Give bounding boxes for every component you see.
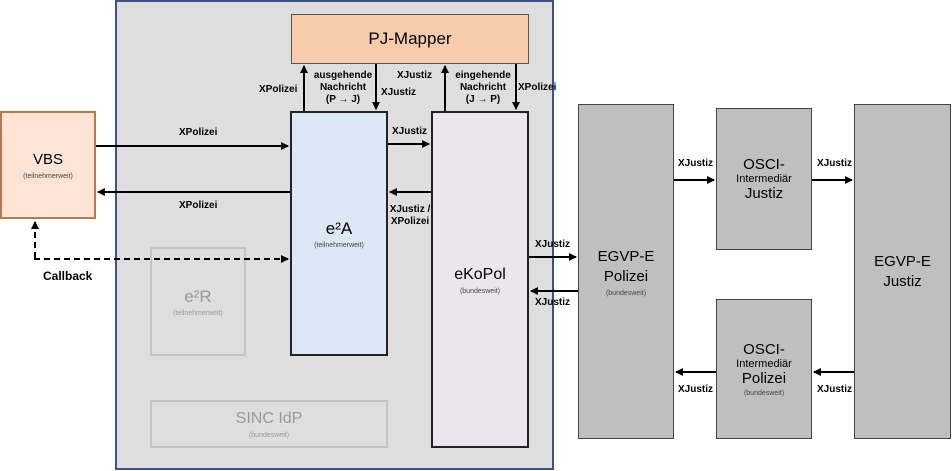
ekopol-box[interactable]: eKoPol (bundesweit)	[431, 111, 529, 448]
pj-mapper-title: PJ-Mapper	[368, 29, 452, 48]
sinc-idp-title: SINC IdP	[235, 410, 303, 427]
osci-polizei-title-1: OSCI-	[743, 341, 785, 358]
egvp-polizei-sub: (bundesweit)	[605, 289, 647, 297]
pj-mapper-box[interactable]: PJ-Mapper	[291, 14, 529, 64]
label-xjustiz-osci-justiz-egvp-justiz: XJustiz	[817, 158, 853, 169]
osci-justiz-title-3: Justiz	[744, 185, 784, 202]
e2a-title: e²A	[325, 218, 353, 238]
egvp-polizei-title: EGVP-E Polizei	[597, 247, 655, 285]
sinc-idp-sub: (bundesweit)	[248, 432, 290, 439]
e2r-box: e²R (teilnehmerweit)	[150, 247, 246, 356]
osci-justiz-box[interactable]: OSCI- Intermediär Justiz	[716, 108, 812, 250]
e2r-title: e²R	[184, 286, 212, 306]
label-eingehende-2: Nachricht	[459, 82, 507, 93]
label-xpolizei-pj-ekopol: XPolizei	[518, 82, 557, 93]
osci-justiz-title-1: OSCI-	[743, 156, 785, 173]
label-ausgehende-3: (P → J)	[325, 94, 361, 105]
e2a-sub: (teilnehmerweit)	[314, 241, 364, 249]
label-xjustiz-xpolizei-2: XPolizei	[390, 216, 430, 227]
vbs-box[interactable]: VBS (teilnehmerweit)	[0, 111, 96, 219]
egvp-justiz-title: EGVP-E Justiz	[874, 252, 931, 290]
label-xjustiz-osci-polizei-egvp: XJustiz	[678, 384, 714, 395]
label-ausgehende-2: Nachricht	[319, 82, 367, 93]
label-ausgehende-1: ausgehende	[313, 70, 373, 81]
label-eingehende: eingehende Nachricht (J → P)	[451, 70, 515, 106]
label-xjustiz-pj-e2a: XJustiz	[381, 87, 417, 98]
osci-justiz-title-2: Intermediär	[736, 173, 792, 185]
label-xjustiz-egvp-ekopol: XJustiz	[535, 297, 571, 308]
label-xjustiz-ekopol-egvp: XJustiz	[535, 239, 571, 250]
osci-polizei-sub: (bundesweit)	[743, 390, 785, 397]
label-xjustiz-xpolizei: XJustiz / XPolizei	[386, 204, 434, 228]
label-xpolizei-vbs-e2a: XPolizei	[179, 127, 218, 138]
label-xjustiz-egvp-justiz-osci-polizei: XJustiz	[817, 384, 853, 395]
sinc-idp-box: SINC IdP (bundesweit)	[150, 400, 388, 448]
egvp-justiz-box[interactable]: EGVP-E Justiz	[854, 104, 951, 439]
label-xjustiz-ekopol-pj: XJustiz	[397, 70, 433, 81]
e2r-sub: (teilnehmerweit)	[173, 309, 223, 317]
label-xjustiz-egvp-osci-justiz: XJustiz	[678, 158, 714, 169]
osci-polizei-title-2: Intermediär	[736, 358, 792, 370]
ekopol-title: eKoPol	[454, 265, 506, 283]
label-ausgehende: ausgehende Nachricht (P → J)	[311, 70, 375, 106]
label-callback: Callback	[43, 269, 93, 283]
ekopol-sub: (bundesweit)	[459, 287, 501, 295]
label-xpolizei-e2a-pj: XPolizei	[259, 84, 298, 95]
label-xjustiz-xpolizei-1: XJustiz /	[389, 204, 431, 215]
label-xpolizei-e2a-vbs: XPolizei	[179, 200, 218, 211]
osci-polizei-box[interactable]: OSCI- Intermediär Polizei (bundesweit)	[716, 299, 812, 439]
e2a-box[interactable]: e²A (teilnehmerweit)	[290, 111, 388, 356]
osci-polizei-title-3: Polizei	[741, 370, 787, 387]
vbs-sub: (teilnehmerweit)	[23, 173, 73, 180]
label-eingehende-3: (J → P)	[465, 94, 501, 105]
label-xjustiz-e2a-ekopol: XJustiz	[392, 126, 428, 137]
label-eingehende-1: eingehende	[455, 70, 511, 81]
vbs-title: VBS	[32, 151, 63, 168]
egvp-polizei-box[interactable]: EGVP-E Polizei (bundesweit)	[578, 104, 674, 439]
